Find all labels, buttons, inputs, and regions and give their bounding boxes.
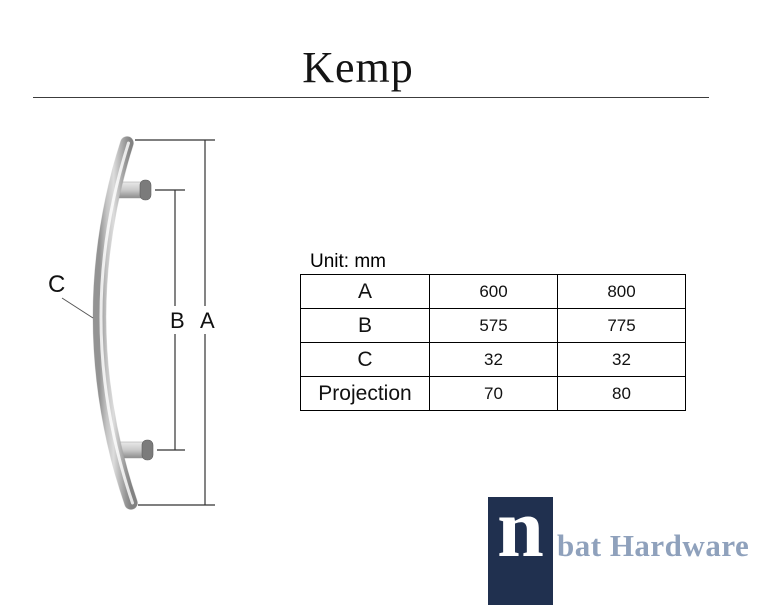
dimension-label-b: B (170, 308, 185, 333)
spec-value: 80 (557, 376, 686, 411)
spec-value: 575 (429, 308, 558, 343)
table-row: A 600 800 (300, 274, 686, 309)
page-title: Kemp (302, 43, 414, 92)
spec-value: 32 (429, 342, 558, 377)
unit-label: Unit: mm (310, 251, 386, 272)
spec-row-label: B (300, 308, 430, 343)
logo-square: n (488, 482, 553, 605)
spec-row-label: Projection (300, 376, 430, 411)
spec-value: 600 (429, 274, 558, 309)
spec-value: 775 (557, 308, 686, 343)
spec-table: A 600 800 B 575 775 C 32 32 Projection 7… (300, 274, 686, 411)
spec-value: 70 (429, 376, 558, 411)
spec-row-label: A (300, 274, 430, 309)
table-row: Projection 70 80 (300, 376, 686, 411)
logo-letter: n (497, 482, 544, 575)
table-row: C 32 32 (300, 342, 686, 377)
dimension-label-c: C (48, 271, 65, 298)
spec-value: 32 (557, 342, 686, 377)
table-row: B 575 775 (300, 308, 686, 343)
leader-line-c (61, 297, 94, 319)
title-divider (33, 97, 709, 98)
spec-row-label: C (300, 342, 430, 377)
handle-diagram: B A C (48, 136, 215, 510)
logo-text: bat Hardware (557, 528, 750, 563)
label-b-mask (167, 306, 185, 334)
label-a-mask (197, 306, 215, 334)
handle-tube-highlight (99, 141, 134, 505)
dimension-label-a: A (200, 308, 215, 333)
spec-value: 800 (557, 274, 686, 309)
